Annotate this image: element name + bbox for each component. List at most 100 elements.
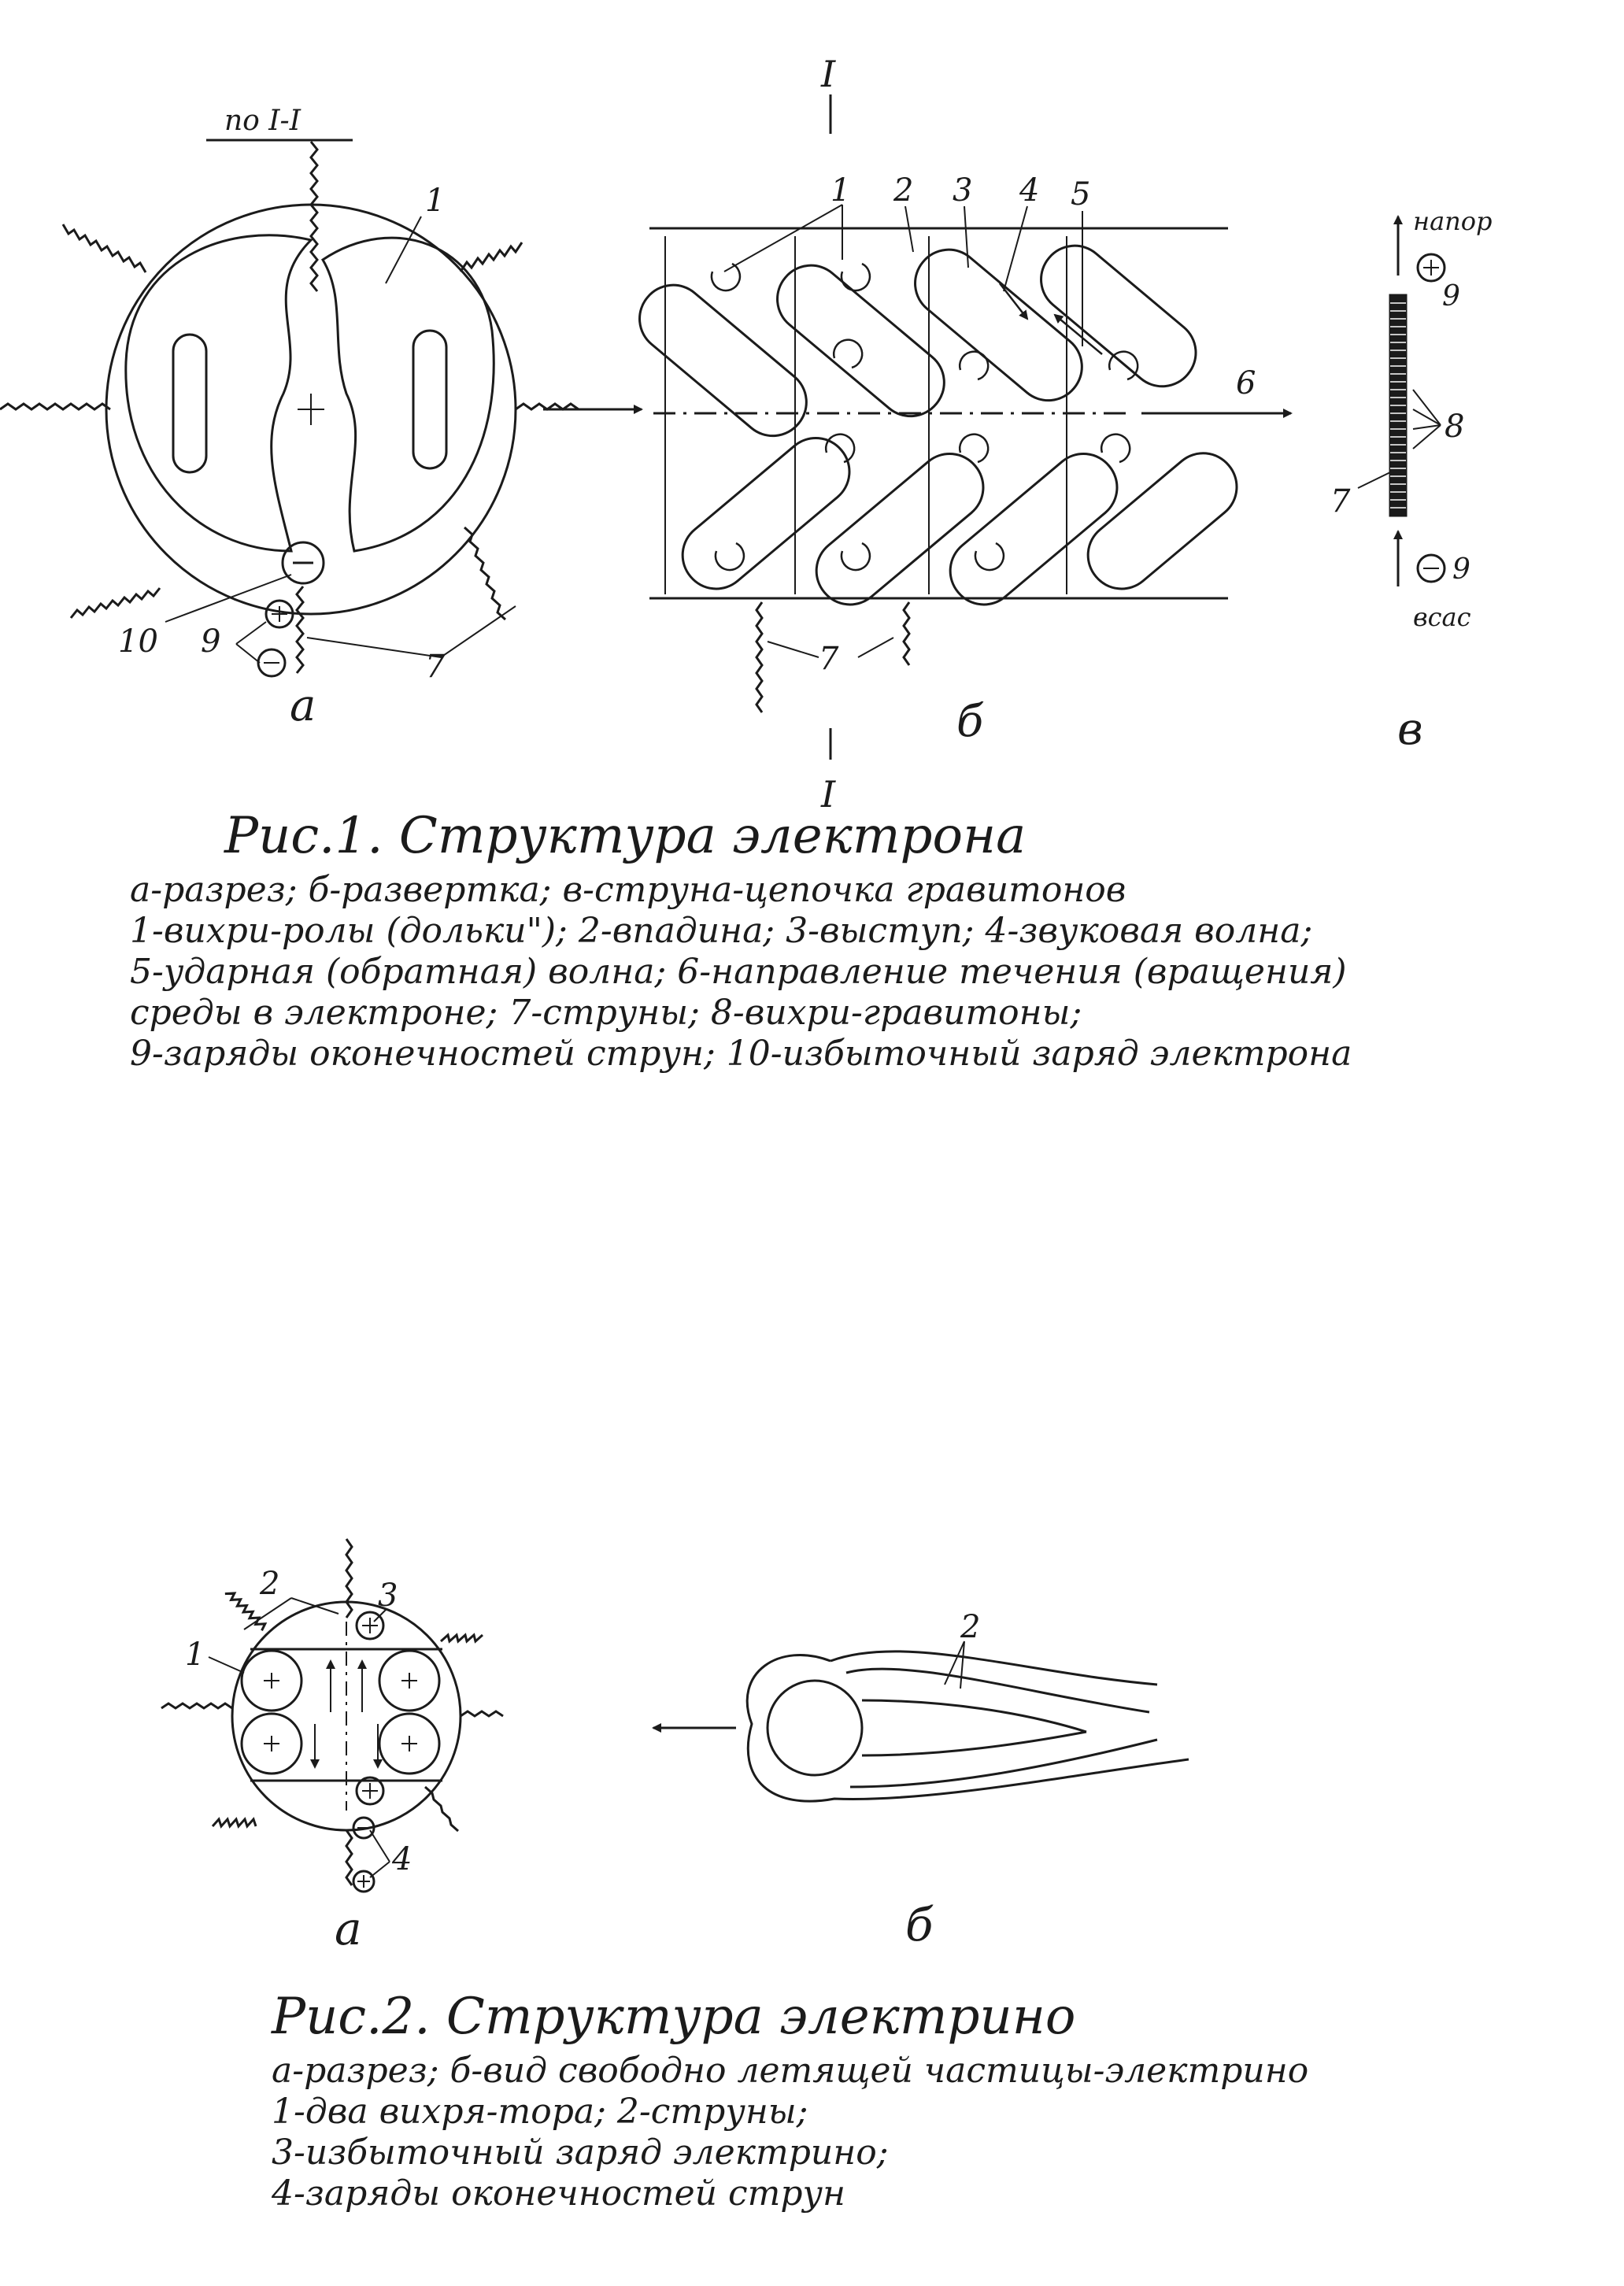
string-envelope-outer	[745, 1650, 1189, 1803]
label-b-6: 6	[1236, 365, 1256, 401]
string-envelope-inner	[861, 1699, 1087, 1757]
label-b-7: 7	[819, 641, 839, 677]
roll	[815, 452, 985, 606]
string-2-ll	[211, 1817, 257, 1829]
rolls-upper	[638, 244, 1197, 438]
roll	[681, 436, 851, 590]
string-upright	[459, 242, 523, 272]
shock-wave-arrow	[1053, 313, 1103, 355]
fig2-caption: Рис.2. Структура электрино а-разрез; б-в…	[272, 1988, 1308, 2214]
rotation-arrows	[710, 262, 1139, 572]
label-7: 7	[425, 649, 446, 685]
leader-9	[235, 621, 267, 664]
panel-b-label: б	[956, 696, 984, 747]
string-downright	[463, 526, 507, 621]
roll	[638, 283, 808, 438]
label-2a-4: 4	[391, 1841, 412, 1877]
string-bottom	[295, 586, 305, 674]
excess-charge-top	[355, 1611, 385, 1641]
string-2-lr	[424, 1785, 459, 1833]
label-1: 1	[425, 183, 445, 219]
label-c-9-top: 9	[1442, 280, 1460, 313]
label-b-4: 4	[1019, 172, 1039, 209]
string-2-ul	[224, 1592, 268, 1631]
label-c-8: 8	[1445, 409, 1464, 445]
pressure-label: напор	[1413, 206, 1493, 236]
slot-left	[172, 333, 208, 474]
label-c-9-bottom: 9	[1452, 553, 1470, 586]
suction-label: всас	[1413, 602, 1471, 632]
label-2a-3: 3	[378, 1578, 398, 1614]
roll	[1086, 452, 1238, 590]
torus-ul	[240, 1649, 303, 1712]
fig1-caption: Рис.1. Структура электрона а-разрез; б-р…	[130, 807, 1352, 1075]
leader-7	[306, 605, 516, 659]
fig2-caption-line: а-разрез; б-вид свободно летящей частицы…	[272, 2051, 1309, 2091]
leader-b	[723, 204, 1083, 346]
minus-charge-c	[1416, 553, 1446, 583]
roll	[776, 264, 945, 418]
leader-10	[165, 574, 292, 623]
string-2-bottom	[345, 1829, 353, 1886]
label-b-5: 5	[1071, 176, 1090, 213]
fig2-panel-a-label: а	[335, 1902, 362, 1955]
label-b-1: 1	[830, 172, 850, 209]
fig2-caption-title: Рис.2. Структура электрино	[272, 1988, 1076, 2046]
label-c-7: 7	[1330, 483, 1351, 520]
string-envelope-mid	[845, 1667, 1158, 1788]
fig1-caption-line: а-разрез; б-развертка; в-струна-цепочка …	[130, 870, 1126, 910]
string-downleft	[69, 587, 161, 619]
fig1-caption-line: 1-вихри-ролы (дольки"); 2-впадина; 3-выс…	[130, 911, 1313, 951]
rolls-lower	[681, 436, 1238, 606]
fig2-caption-line: 3-избыточный заряд электрино;	[272, 2132, 889, 2173]
label-10: 10	[118, 623, 158, 660]
torus-lr	[378, 1712, 441, 1775]
end-charge-plus	[265, 599, 294, 629]
plus-bottom	[362, 1783, 378, 1799]
end-charge-plus-2	[352, 1870, 375, 1893]
label-2a-2: 2	[259, 1566, 279, 1602]
fig2-caption-line: 1-два вихря-тора; 2-струны;	[272, 2092, 808, 2132]
roll	[1040, 244, 1197, 388]
plus-top	[362, 1618, 378, 1633]
leader-2-4	[369, 1829, 390, 1878]
leader-2b-2	[944, 1641, 965, 1689]
torus-ur	[378, 1649, 441, 1712]
leader-2-2	[243, 1597, 339, 1630]
label-b-2: 2	[893, 172, 913, 209]
panel-a-label: а	[290, 680, 316, 731]
fig1-caption-line: 5-ударная (обратная) волна; 6-направлени…	[130, 952, 1347, 992]
label-9: 9	[201, 623, 220, 660]
end-charge-minus-2	[352, 1816, 375, 1840]
string-2-left	[161, 1702, 233, 1710]
label-2b-2: 2	[960, 1609, 980, 1645]
label-2a-1: 1	[185, 1637, 205, 1673]
leader-1	[385, 216, 422, 284]
center-cross	[298, 394, 324, 425]
fig2-panel-b-label: б	[905, 1898, 934, 1951]
excess-charge-bottom	[355, 1776, 385, 1806]
fig2-caption-line: 4-заряды оконечностей струн	[272, 2173, 845, 2214]
fig2-panel-a: 2 3 1 4 а	[161, 1538, 504, 1955]
string-2-ur	[440, 1633, 483, 1644]
fig1-panel-b: I I	[638, 53, 1293, 816]
string-upleft	[61, 224, 147, 273]
section-mark-top: I	[820, 53, 836, 95]
roll	[949, 452, 1119, 606]
slot-right	[412, 329, 448, 470]
label-b-3: 3	[953, 172, 972, 209]
fig1-panel-a: по I-I 1 10 9 7 а	[0, 105, 643, 731]
leader-2-3	[373, 1609, 387, 1622]
section-label: по I-I	[224, 105, 301, 137]
separator	[664, 236, 1067, 594]
panel-c-label: в	[1397, 704, 1423, 755]
plus-sign	[272, 606, 287, 622]
excess-charge-minus	[281, 541, 325, 585]
particle-core	[766, 1679, 864, 1777]
leader-b-7	[767, 637, 894, 658]
roll-lobe-right	[320, 236, 495, 553]
end-charge-minus	[257, 648, 287, 678]
leader-c-7	[1357, 472, 1391, 489]
torus-ll	[240, 1712, 303, 1775]
